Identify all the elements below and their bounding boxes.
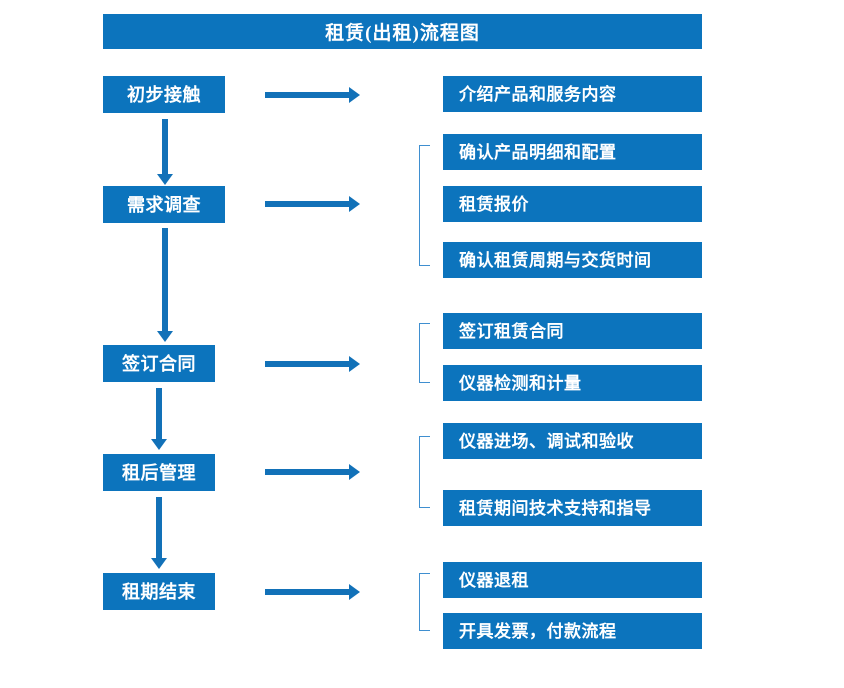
arrow-shaft bbox=[265, 201, 349, 207]
arrow-head bbox=[349, 356, 360, 372]
arrow-head bbox=[349, 584, 360, 600]
stage-box: 租后管理 bbox=[103, 454, 215, 491]
arrow-shaft bbox=[265, 361, 349, 367]
arrow-shaft bbox=[265, 589, 349, 595]
arrow-head bbox=[349, 87, 360, 103]
arrow-head bbox=[151, 558, 167, 569]
flow-arrow-down bbox=[149, 497, 169, 569]
arrow-head bbox=[157, 174, 173, 185]
detail-box: 仪器检测和计量 bbox=[443, 365, 702, 401]
stage-box: 签订合同 bbox=[103, 345, 215, 382]
stage-box: 需求调查 bbox=[103, 186, 225, 223]
detail-box: 租赁报价 bbox=[443, 186, 702, 222]
arrow-shaft bbox=[156, 497, 162, 558]
flow-arrow-right bbox=[265, 196, 360, 212]
flow-arrow-right bbox=[265, 87, 360, 103]
arrow-shaft bbox=[265, 469, 349, 475]
detail-box: 确认产品明细和配置 bbox=[443, 134, 702, 170]
detail-box: 仪器进场、调试和验收 bbox=[443, 423, 702, 459]
flow-arrow-right bbox=[265, 356, 360, 372]
group-bracket bbox=[419, 436, 430, 508]
chart-title: 租赁(出租)流程图 bbox=[103, 14, 702, 49]
flow-arrow-down bbox=[149, 388, 169, 450]
detail-box: 确认租赁周期与交货时间 bbox=[443, 242, 702, 278]
detail-box: 介绍产品和服务内容 bbox=[443, 76, 702, 112]
flow-arrow-down bbox=[155, 228, 175, 342]
arrow-shaft bbox=[156, 388, 162, 439]
flow-arrow-right bbox=[265, 584, 360, 600]
arrow-shaft bbox=[162, 119, 168, 174]
detail-box: 租赁期间技术支持和指导 bbox=[443, 490, 702, 526]
arrow-shaft bbox=[162, 228, 168, 331]
arrow-head bbox=[349, 464, 360, 480]
arrow-head bbox=[157, 331, 173, 342]
detail-box: 签订租赁合同 bbox=[443, 313, 702, 349]
group-bracket bbox=[419, 573, 430, 631]
group-bracket bbox=[419, 145, 430, 266]
arrow-head bbox=[349, 196, 360, 212]
group-bracket bbox=[419, 323, 430, 383]
arrow-shaft bbox=[265, 92, 349, 98]
flow-arrow-right bbox=[265, 464, 360, 480]
detail-box: 开具发票，付款流程 bbox=[443, 613, 702, 649]
arrow-head bbox=[151, 439, 167, 450]
detail-box: 仪器退租 bbox=[443, 562, 702, 598]
stage-box: 租期结束 bbox=[103, 573, 215, 610]
stage-box: 初步接触 bbox=[103, 76, 225, 113]
flow-arrow-down bbox=[155, 119, 175, 185]
